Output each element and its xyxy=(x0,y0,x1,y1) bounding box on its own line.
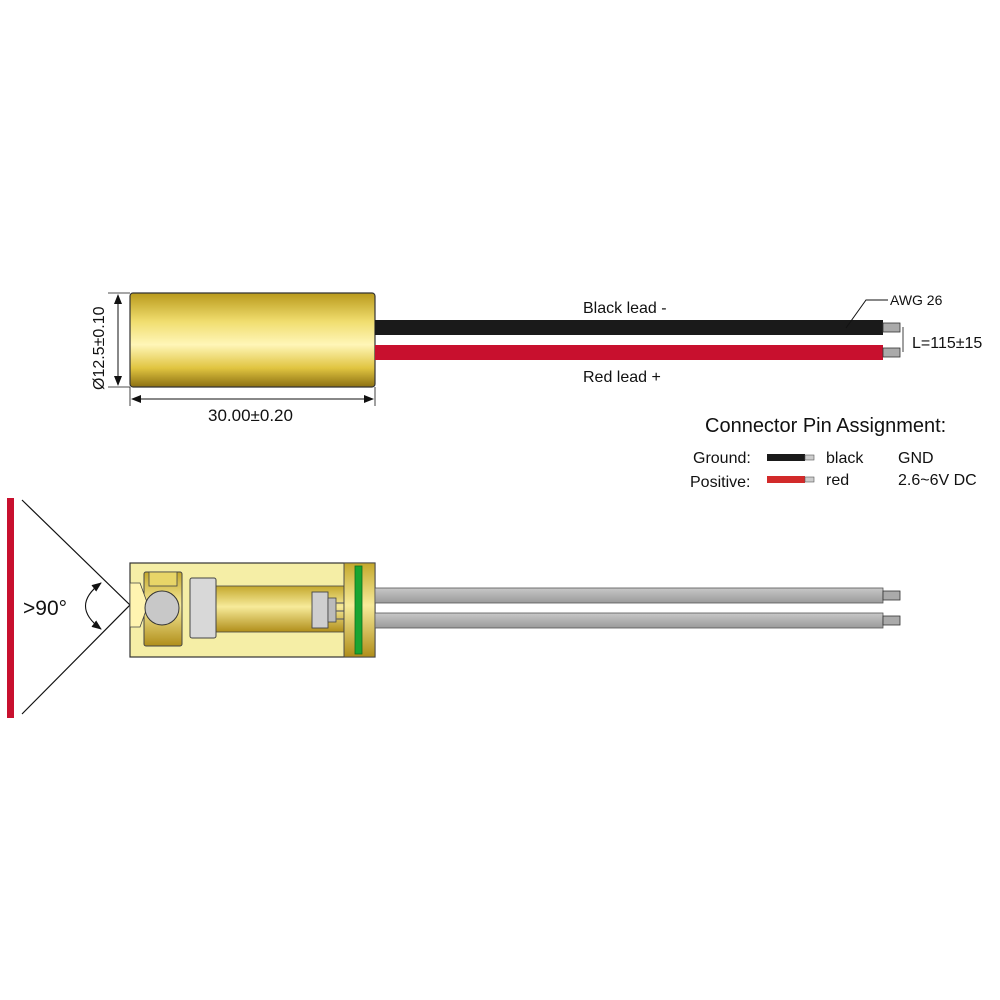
black-lead-tip xyxy=(882,322,901,333)
section-view: >90° xyxy=(7,498,901,718)
positive-color-name: red xyxy=(826,472,849,489)
section-lead-bottom xyxy=(374,612,884,629)
ground-wire-tip xyxy=(804,454,815,461)
laser-diode xyxy=(311,591,329,629)
diameter-label: Ø12.5±0.10 xyxy=(91,306,108,390)
section-lead-top-tip xyxy=(882,590,901,601)
red-lead-tip xyxy=(882,347,901,358)
laser-diode-cap xyxy=(327,597,337,623)
awg-leader-line xyxy=(845,299,888,329)
awg-label: AWG 26 xyxy=(890,292,943,308)
lens-holder-cap xyxy=(148,571,178,587)
positive-signal: 2.6~6V DC xyxy=(898,472,977,489)
angle-arc xyxy=(85,582,102,630)
ground-role: Ground: xyxy=(693,450,751,467)
positive-wire-tip xyxy=(804,476,815,483)
length-label: 30.00±0.20 xyxy=(208,406,293,425)
pin-assignment-title: Connector Pin Assignment: xyxy=(705,415,946,437)
ground-wire-swatch xyxy=(767,454,805,461)
positive-role: Positive: xyxy=(690,474,750,491)
brass-body xyxy=(129,292,376,388)
section-lead-top xyxy=(374,587,884,604)
pcb xyxy=(354,565,363,655)
red-lead-wire xyxy=(375,345,883,360)
ground-color-name: black xyxy=(826,450,864,467)
front-aperture xyxy=(129,582,149,628)
section-lead-bottom-tip xyxy=(882,615,901,626)
pin-assignment: Connector Pin Assignment: Ground: black … xyxy=(690,415,977,491)
lead-length-label: L=115±15 xyxy=(912,335,982,352)
black-lead-label: Black lead - xyxy=(583,300,667,317)
collimator-ring xyxy=(189,577,217,639)
positive-wire-swatch xyxy=(767,476,805,483)
red-lead-label: Red lead + xyxy=(583,369,661,386)
angle-label: >90° xyxy=(23,597,67,620)
black-lead-wire xyxy=(375,320,883,335)
laser-line-beam xyxy=(7,498,14,718)
ground-signal: GND xyxy=(898,450,934,467)
lens xyxy=(144,590,180,626)
top-view: Black lead - Red lead + AWG 26 L=115±15 … xyxy=(91,292,982,425)
